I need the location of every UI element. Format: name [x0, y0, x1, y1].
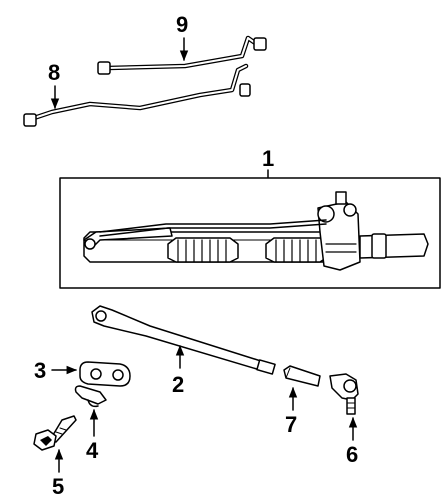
part-7-sleeve [283, 365, 321, 387]
callout-9: 9 [176, 12, 188, 37]
part-8-lower-tube [23, 63, 251, 127]
part-5-bolt [33, 415, 77, 451]
part-4-clamp [74, 385, 107, 408]
callout-6: 6 [346, 442, 358, 467]
part-3-mounting-plate [79, 361, 131, 387]
callout-7: 7 [285, 412, 297, 437]
callout-4: 4 [86, 438, 99, 463]
callout-3: 3 [34, 358, 46, 383]
part-2-tie-rod [91, 305, 276, 375]
callout-1: 1 [262, 146, 274, 171]
callout-8: 8 [48, 60, 60, 85]
part-9-upper-tube [97, 35, 267, 75]
part-6-tie-rod-end [329, 373, 359, 415]
part-1-steering-gear [83, 191, 429, 271]
callout-2: 2 [172, 372, 184, 397]
callout-5: 5 [52, 474, 64, 499]
